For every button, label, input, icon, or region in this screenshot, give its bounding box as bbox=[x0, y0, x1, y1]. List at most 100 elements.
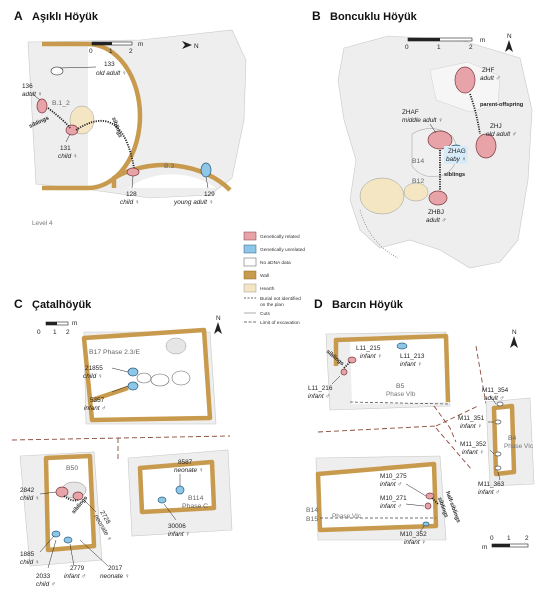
burial-desc-1885: child ♀ bbox=[20, 559, 40, 566]
burial-id-m11-351: M11_351 bbox=[458, 415, 485, 422]
burial-131 bbox=[65, 124, 79, 136]
burial-id-m11-363: M11_363 bbox=[478, 481, 505, 488]
burial-m10-271 bbox=[424, 502, 432, 510]
scale-b-tick-1: 1 bbox=[437, 44, 441, 51]
burial-desc-m10-352: infant ♀ bbox=[404, 539, 426, 546]
scale-c-unit: m bbox=[72, 320, 77, 327]
building-label-b14: B14 bbox=[412, 158, 424, 165]
separator-d4 bbox=[435, 427, 473, 471]
building-label-b114: B114 bbox=[188, 495, 204, 502]
burial-desc-133: old adult ♀ bbox=[96, 70, 127, 77]
building-b3-floor bbox=[128, 174, 216, 188]
burial-l11-215 bbox=[347, 356, 357, 364]
building-b3-wall bbox=[111, 162, 232, 192]
burial-desc-30006: infant ♀ bbox=[168, 531, 190, 538]
panel-b-title: Boncuklu Höyük bbox=[330, 11, 418, 23]
panel-d: D Barcın Höyük N B5 Phase VIb siblings L… bbox=[306, 297, 535, 551]
feature-b17-a bbox=[165, 337, 187, 355]
building-label-b4: B4 bbox=[508, 435, 517, 442]
burial-id-8587: 8587 bbox=[178, 459, 193, 466]
burial-2842 bbox=[55, 486, 69, 498]
scale-a-unit: m bbox=[138, 41, 143, 48]
burial-30006 bbox=[157, 496, 167, 504]
burial-128 bbox=[126, 167, 140, 177]
burial-id-129: 129 bbox=[204, 191, 215, 198]
burial-desc-131: child ♀ bbox=[58, 153, 78, 160]
building-b50-wall bbox=[43, 453, 97, 553]
burial-desc-m10-275: infant ♂ bbox=[380, 481, 402, 488]
burial-desc-m11-354: adult ♂ bbox=[484, 395, 504, 402]
burial-id-2779: 2779 bbox=[70, 565, 85, 572]
burial-id-m10-271: M10_271 bbox=[380, 495, 407, 502]
burial-1885 bbox=[51, 530, 61, 538]
burial-desc-m11-351: infant ♀ bbox=[460, 423, 482, 430]
burial-m11-351 bbox=[494, 419, 502, 425]
building-b1-2-wall bbox=[42, 41, 143, 191]
burial-id-l11-216: L11_216 bbox=[308, 385, 333, 392]
leader-1885 bbox=[39, 535, 55, 553]
panel-b-letter: B bbox=[312, 9, 321, 23]
legend-label-wall: Wall bbox=[260, 273, 269, 279]
burial-id-l11-213: L11_213 bbox=[400, 353, 425, 360]
leader-2728 bbox=[83, 499, 97, 513]
scale-a-tick-1: 1 bbox=[109, 48, 113, 55]
panel-c-title: Çatalhöyük bbox=[32, 299, 92, 311]
burial-desc-21855: child ♀ bbox=[83, 373, 103, 380]
burial-id-2842: 2842 bbox=[20, 487, 35, 494]
leader-128 bbox=[131, 175, 134, 189]
scale-b-tick-0: 0 bbox=[405, 44, 409, 51]
building-label-b3: B.3 bbox=[164, 163, 174, 170]
burial-id-21855: 21855 bbox=[85, 365, 103, 372]
burial-m11-352 bbox=[494, 451, 502, 457]
legend-label-burial-1: Burial not identified bbox=[260, 296, 301, 302]
burial-id-m10-275: M10_275 bbox=[380, 473, 407, 480]
legend-label-limit: Limit of excavation bbox=[260, 320, 300, 326]
burial-desc-zhf: adult ♂ bbox=[480, 75, 500, 82]
burial-id-zhag: ZHAG bbox=[448, 148, 466, 155]
burial-l11-213 bbox=[396, 342, 408, 350]
building-b5-limit bbox=[349, 401, 449, 405]
leader-m11-352 bbox=[489, 449, 495, 455]
building-b17-wall bbox=[81, 327, 213, 423]
burial-id-m10-352: M10_352 bbox=[400, 531, 427, 538]
burial-5357 bbox=[127, 381, 139, 391]
burial-desc-zhj: old adult ♂ bbox=[486, 131, 517, 138]
burial-m11-363 bbox=[494, 465, 502, 471]
legend-swatch-unrelated bbox=[243, 244, 257, 254]
leader-2842 bbox=[39, 491, 57, 495]
separator-d1 bbox=[433, 405, 457, 443]
scale-d-unit: m bbox=[482, 544, 487, 551]
burial-133 bbox=[50, 66, 64, 76]
scale-c-tick-1: 1 bbox=[53, 329, 57, 336]
leader-m11-354 bbox=[489, 395, 497, 405]
building-label-b12: B12 bbox=[412, 178, 424, 185]
scale-bar-d: m 0 1 2 bbox=[482, 535, 529, 551]
burial-id-128: 128 bbox=[126, 191, 137, 198]
north-arrow-c: N bbox=[214, 315, 222, 334]
scale-a-tick-2: 2 bbox=[129, 48, 133, 55]
burial-id-133: 133 bbox=[104, 61, 115, 68]
scale-bar-c: 0 1 2 m bbox=[37, 320, 77, 336]
leader-21855 bbox=[111, 367, 129, 373]
burial-id-1885: 1885 bbox=[20, 551, 35, 558]
legend-label-cuts: Cuts bbox=[260, 311, 270, 317]
scale-a-tick-0: 0 bbox=[89, 48, 93, 55]
burial-id-m11-352: M11_352 bbox=[460, 441, 487, 448]
burial-desc-l11-216: infant ♂ bbox=[308, 393, 330, 400]
burial-id-zhaf: ZHAF bbox=[402, 109, 419, 116]
burial-desc-8587: neonate ♀ bbox=[174, 467, 204, 474]
burial-id-5357: 5357 bbox=[90, 397, 105, 404]
burial-desc-2017: neonate ♀ bbox=[100, 573, 130, 580]
building-b114-wall bbox=[137, 459, 217, 515]
north-label-d: N bbox=[512, 329, 517, 336]
building-label-b1-2: B.1_2 bbox=[52, 100, 70, 107]
burial-m11-354 bbox=[496, 401, 504, 407]
separator-d5 bbox=[475, 345, 487, 405]
legend-label-related: Genetically related bbox=[260, 234, 300, 240]
north-label-b: N bbox=[507, 33, 512, 40]
phase-label-b5: Phase VIb bbox=[386, 391, 416, 398]
burial-desc-m11-352: infant ♀ bbox=[462, 449, 484, 456]
building-b14-wall bbox=[315, 461, 439, 533]
burial-b17-c bbox=[171, 370, 191, 386]
